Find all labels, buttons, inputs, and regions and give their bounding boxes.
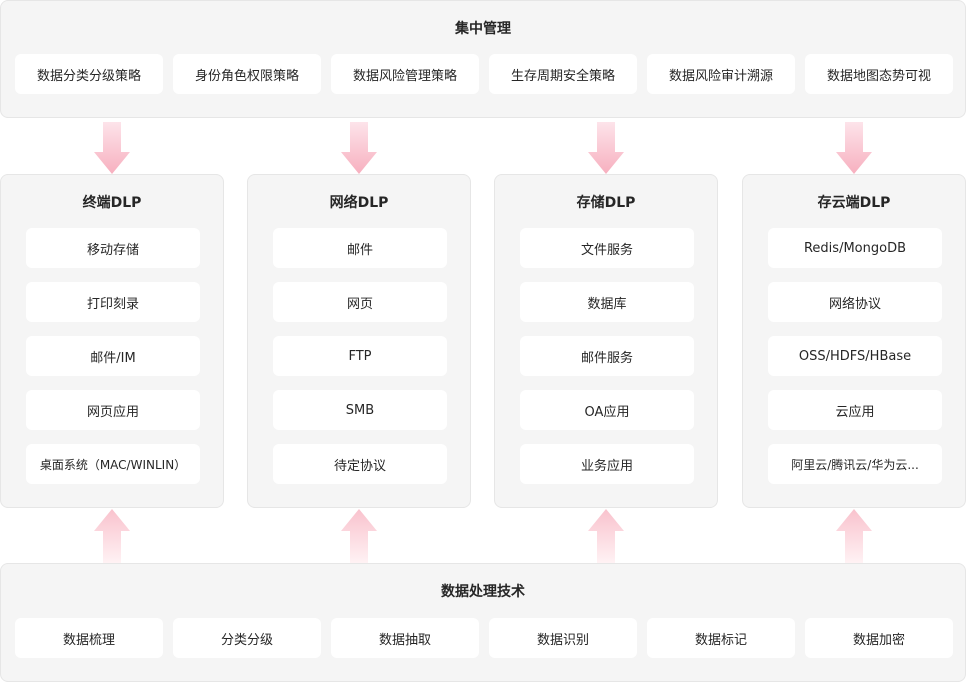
- endpoint-dlp-title: 终端DLP: [82, 195, 142, 211]
- endpoint-dlp-panel: 终端DLP 移动存储 打印刻录 邮件/IM 网页应用 桌面系统（MAC/WINL…: [0, 174, 224, 508]
- up-arrow-icon: [94, 509, 130, 563]
- dlp-item: 桌面系统（MAC/WINLIN）: [26, 444, 200, 484]
- network-dlp-panel: 网络DLP 邮件 网页 FTP SMB 待定协议: [247, 174, 471, 508]
- dlp-item: 云应用: [768, 390, 942, 430]
- dlp-item: OA应用: [520, 390, 694, 430]
- technique-item: 数据标记: [647, 618, 795, 658]
- cloud-dlp-panel: 存云端DLP Redis/MongoDB 网络协议 OSS/HDFS/HBase…: [742, 174, 966, 508]
- dlp-item: 邮件服务: [520, 336, 694, 376]
- dlp-item: FTP: [273, 336, 447, 376]
- technique-item: 数据加密: [805, 618, 953, 658]
- dlp-item: SMB: [273, 390, 447, 430]
- dlp-item: 邮件: [273, 228, 447, 268]
- policy-item: 生存周期安全策略: [489, 54, 637, 94]
- down-arrow-icon: [836, 122, 872, 174]
- up-arrow-icon: [341, 509, 377, 563]
- dlp-item: 数据库: [520, 282, 694, 322]
- technique-item: 数据抽取: [331, 618, 479, 658]
- network-dlp-title: 网络DLP: [329, 195, 389, 211]
- dlp-item: 邮件/IM: [26, 336, 200, 376]
- down-arrow-icon: [94, 122, 130, 174]
- policy-item: 数据分类分级策略: [15, 54, 163, 94]
- cloud-dlp-title: 存云端DLP: [817, 195, 891, 211]
- dlp-item: 阿里云/腾讯云/华为云...: [768, 444, 942, 484]
- dlp-item: OSS/HDFS/HBase: [768, 336, 942, 376]
- data-processing-title: 数据处理技术: [441, 584, 525, 600]
- technique-item: 数据梳理: [15, 618, 163, 658]
- down-arrow-icon: [341, 122, 377, 174]
- storage-dlp-title: 存储DLP: [576, 195, 636, 211]
- policy-item: 数据风险审计溯源: [647, 54, 795, 94]
- dlp-item: 网页应用: [26, 390, 200, 430]
- dlp-item: 网络协议: [768, 282, 942, 322]
- dlp-item: Redis/MongoDB: [768, 228, 942, 268]
- dlp-item: 待定协议: [273, 444, 447, 484]
- policy-item: 数据风险管理策略: [331, 54, 479, 94]
- down-arrow-icon: [588, 122, 624, 174]
- central-management-panel: 集中管理 数据分类分级策略 身份角色权限策略 数据风险管理策略 生存周期安全策略…: [0, 0, 966, 118]
- data-processing-panel: 数据处理技术 数据梳理 分类分级 数据抽取 数据识别 数据标记 数据加密: [0, 563, 966, 682]
- storage-dlp-panel: 存储DLP 文件服务 数据库 邮件服务 OA应用 业务应用: [494, 174, 718, 508]
- policy-item: 数据地图态势可视: [805, 54, 953, 94]
- dlp-item: 文件服务: [520, 228, 694, 268]
- dlp-item: 业务应用: [520, 444, 694, 484]
- dlp-item: 移动存储: [26, 228, 200, 268]
- technique-item: 分类分级: [173, 618, 321, 658]
- central-management-title: 集中管理: [455, 21, 511, 37]
- dlp-item: 网页: [273, 282, 447, 322]
- dlp-item: 打印刻录: [26, 282, 200, 322]
- policy-item: 身份角色权限策略: [173, 54, 321, 94]
- up-arrow-icon: [836, 509, 872, 563]
- technique-item: 数据识别: [489, 618, 637, 658]
- up-arrow-icon: [588, 509, 624, 563]
